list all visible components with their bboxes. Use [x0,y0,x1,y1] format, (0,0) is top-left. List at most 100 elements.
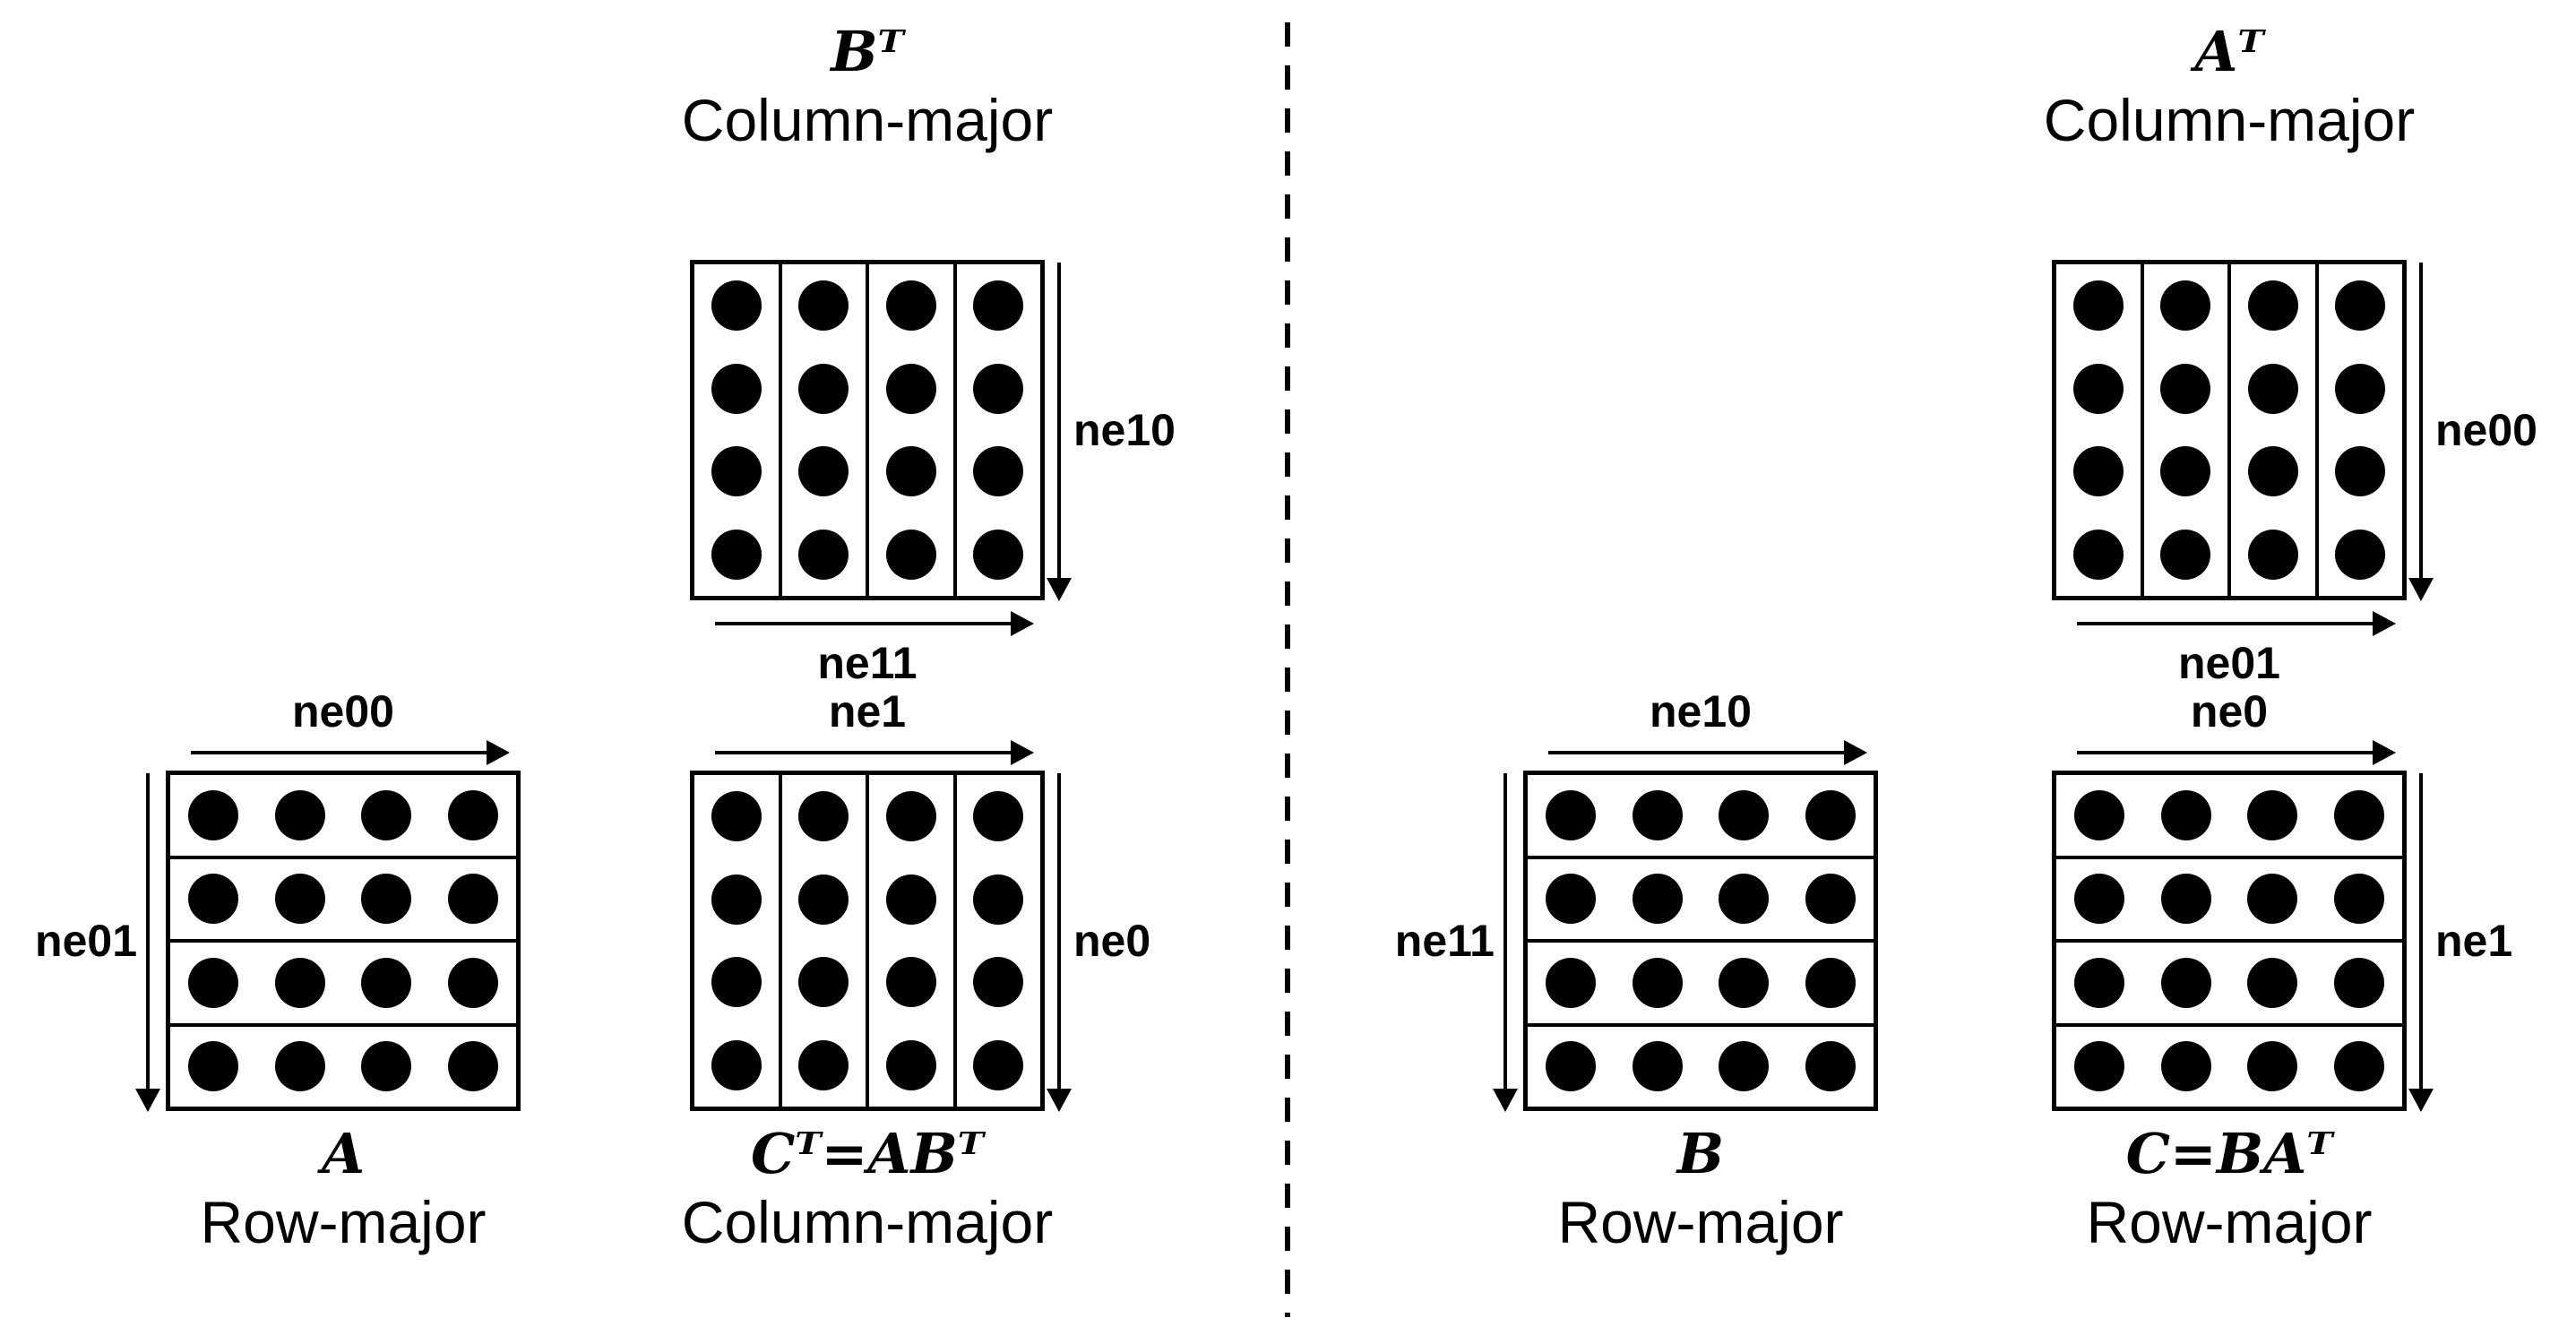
matrix-element-dot [885,529,936,580]
matrix-row-strip [170,1027,516,1107]
matrix-element-dot [885,874,936,925]
matrix-element-dot [1805,789,1856,840]
memory-layout-label: Row-major [200,1189,487,1255]
dimension-label-ne11: ne11 [817,638,918,688]
matrix-element-dot [1805,1041,1856,1092]
matrix-element-dot [973,1039,1024,1090]
matrix-element-dot [1632,1041,1683,1092]
matrix-element-dot [447,1041,498,1092]
dimension-arrow-right-ne0 [2077,751,2373,754]
dashed-vertical-divider [1285,22,1290,1317]
matrix-element-dot [973,446,1024,497]
matrix-element-dot [2335,280,2386,332]
matrix-element-dot [2247,363,2298,414]
matrix-element-dot [973,874,1024,925]
matrix-element-dot [2247,874,2298,925]
matrix-row-strip [1528,859,1874,943]
matrix-element-dot [2333,789,2384,840]
matrix-element-dot [798,363,849,414]
matrix-element-dot [2247,957,2298,1008]
matrix-column-strip [2144,264,2231,596]
memory-layout-label: Row-major [2086,1189,2373,1255]
matrix-element-dot [1719,789,1770,840]
matrix-element-dot [1546,874,1597,925]
matrix-column-strip [694,264,782,596]
matrix-row-strip [2056,943,2402,1027]
matrix-grid-b-transpose [690,260,1045,600]
matrix-element-dot [973,957,1024,1008]
matrix-column-strip [782,264,869,596]
matrix-element-dot [2247,789,2298,840]
memory-layout-label: Column-major [681,87,1054,153]
matrix-element-dot [2074,957,2125,1008]
figure-caption: Aᵀ Column-major [1969,20,2489,154]
matrix-name-c: C=BAᵀ [2125,1121,2333,1186]
matrix-column-strip [2231,264,2319,596]
matrix-element-dot [2160,529,2211,580]
matrix-element-dot [274,874,325,925]
matrix-row-strip [1528,775,1874,859]
dimension-arrow-right-ne10 [1548,751,1844,754]
matrix-grid-a [166,771,521,1111]
matrix-element-dot [361,1041,412,1092]
dimension-label-ne0: ne0 [2190,686,2269,737]
matrix-element-dot [1805,874,1856,925]
dimension-label-ne01: ne01 [2178,638,2280,688]
matrix-name-b-transpose: Bᵀ [831,19,904,84]
dimension-arrow-down-ne01 [146,773,150,1089]
matrix-column-strip [694,775,782,1107]
matrix-element-dot [274,957,325,1008]
dimension-arrow-right-ne11 [715,622,1011,625]
matrix-element-dot [973,363,1024,414]
matrix-row-strip [2056,775,2402,859]
matrix-element-dot [361,789,412,840]
matrix-element-dot [798,791,849,842]
matrix-element-dot [2335,363,2386,414]
dimension-arrow-down-ne00 [2419,263,2423,578]
matrix-row-strip [170,943,516,1027]
matrix-element-dot [274,1041,325,1092]
matrix-element-dot [798,280,849,332]
dimension-label-ne00: ne00 [292,686,394,737]
matrix-name-b: B [1676,1121,1725,1186]
matrix-element-dot [361,957,412,1008]
memory-layout-label: Column-major [2043,87,2416,153]
matrix-element-dot [798,446,849,497]
matrix-element-dot [885,1039,936,1090]
figure-caption: Cᵀ=ABᵀ Column-major [607,1122,1127,1256]
dimension-arrow-down-ne11 [1503,773,1507,1089]
matrix-name-a: A [321,1121,366,1186]
matrix-element-dot [1632,957,1683,1008]
matrix-element-dot [2160,1041,2211,1092]
dimension-label-ne01: ne01 [35,916,137,966]
matrix-element-dot [447,789,498,840]
matrix-element-dot [798,957,849,1008]
dimension-label-ne10: ne10 [1073,405,1176,455]
matrix-element-dot [711,1039,762,1090]
matrix-element-dot [1546,1041,1597,1092]
matrix-element-dot [2247,529,2298,580]
matrix-element-dot [447,957,498,1008]
matrix-element-dot [798,529,849,580]
matrix-column-strip [957,264,1041,596]
matrix-element-dot [1632,789,1683,840]
matrix-element-dot [711,363,762,414]
matrix-element-dot [885,280,936,332]
dimension-label-ne10: ne10 [1650,686,1752,737]
matrix-element-dot [2333,1041,2384,1092]
matrix-element-dot [1546,789,1597,840]
matrix-element-dot [2247,446,2298,497]
figure-caption: B Row-major [1441,1122,1960,1256]
dimension-label-ne11: ne11 [1394,916,1495,966]
matrix-element-dot [711,529,762,580]
matrix-element-dot [2160,874,2211,925]
matrix-element-dot [2074,789,2125,840]
matrix-element-dot [973,529,1024,580]
matrix-element-dot [2072,529,2124,580]
matrix-element-dot [711,280,762,332]
matrix-grid-a-transpose [2052,260,2407,600]
